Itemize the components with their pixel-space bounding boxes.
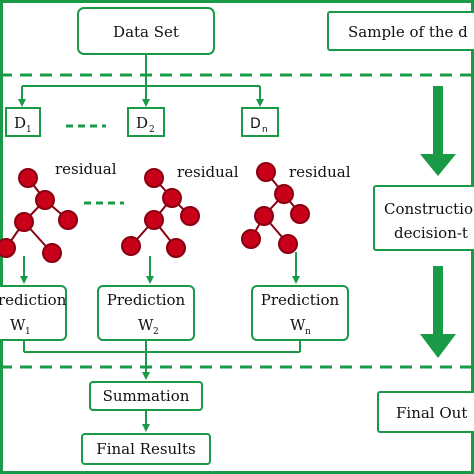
right-big-arrow-2 [420, 266, 456, 358]
subset-dn-sub: n [262, 125, 268, 135]
tree-node [58, 210, 78, 230]
prediction-1-label: rediction [0, 291, 67, 309]
tree-node [42, 243, 62, 263]
summation-label: Summation [103, 387, 190, 405]
tree-node [256, 162, 276, 182]
construction-line-1: Constructio [384, 200, 473, 218]
construction-box: Constructio decision-t [373, 185, 474, 251]
tree-n [241, 162, 310, 254]
tree-2 [121, 168, 200, 258]
sample-box: Sample of the d [327, 11, 474, 51]
summation-box: Summation [89, 381, 203, 411]
tree-1 [0, 168, 78, 263]
prediction-2-label: Prediction [107, 291, 186, 309]
final-results-box: Final Results [81, 433, 211, 465]
subset-dn-main: D [250, 116, 261, 132]
residual-label-2: residual [177, 163, 239, 181]
tree-node [14, 212, 34, 232]
prediction-n-w-sub: n [305, 327, 311, 337]
prediction-2-w: W [138, 316, 154, 334]
tree-node [274, 184, 294, 204]
prediction-n-label: Prediction [261, 291, 340, 309]
subset-box-d1: D 1 [5, 107, 41, 137]
tree-node [121, 236, 141, 256]
prediction-n-w: W [290, 316, 306, 334]
final-output-box: Final Out [377, 391, 474, 433]
prediction-merge-connectors [23, 340, 301, 380]
final-output-label: Final Out [396, 404, 467, 422]
subset-d1-main: D [14, 114, 26, 132]
right-big-arrow-1 [420, 86, 456, 176]
tree-node [278, 234, 298, 254]
tree-node [180, 206, 200, 226]
dataset-box: Data Set [77, 7, 215, 55]
prediction-box-1: rediction W 1 [0, 285, 67, 341]
tree-node [241, 229, 261, 249]
tree-node [144, 168, 164, 188]
subset-box-dn: D n [241, 107, 279, 137]
prediction-1-w: W [10, 316, 26, 334]
tree-node [290, 204, 310, 224]
split-connectors [18, 54, 264, 107]
subset-d2-main: D [136, 114, 148, 132]
prediction-1-w-sub: 1 [25, 327, 31, 337]
subset-box-d2: D 2 [127, 107, 165, 137]
prediction-box-n: Prediction W n [251, 285, 349, 341]
tree-node [35, 190, 55, 210]
tree-node [144, 210, 164, 230]
dataset-label: Data Set [113, 23, 179, 41]
tree-node [0, 238, 16, 258]
tree-node [18, 168, 38, 188]
prediction-box-2: Prediction W 2 [97, 285, 195, 341]
prediction-2-w-sub: 2 [153, 327, 159, 337]
final-results-label: Final Results [96, 440, 195, 458]
tree-node [162, 188, 182, 208]
sample-label: Sample of the d [348, 23, 468, 41]
residual-label-n: residual [289, 163, 351, 181]
subset-d1-sub: 1 [26, 125, 32, 135]
residual-label-1: residual [55, 160, 117, 178]
tree-node [166, 238, 186, 258]
tree-node [254, 206, 274, 226]
tree-to-prediction-arrows [20, 252, 300, 284]
construction-line-2: decision-t [394, 224, 468, 242]
subset-d2-sub: 2 [149, 125, 155, 135]
